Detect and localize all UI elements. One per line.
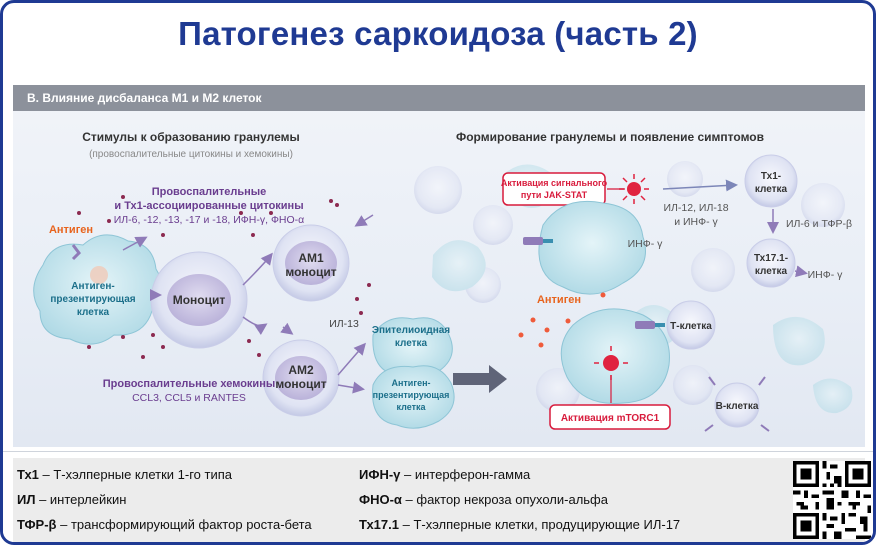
jak-stat-box [502, 172, 606, 206]
th1-cell [744, 154, 798, 208]
ifn-g-label: ИНФ- γ [628, 238, 664, 250]
arrow-th17-ifn [794, 265, 808, 278]
cytokine-dots [77, 195, 371, 359]
cytokines-title-1: Провоспалительные [152, 186, 267, 198]
page-title: Патогенез саркоидоза (часть 2) [178, 15, 698, 52]
il13-label: ИЛ-13 [329, 318, 359, 330]
legend-item-tnf: ФНО-α – фактор некроза опухоли-альфа [359, 492, 608, 507]
legend-item-il: ИЛ – интерлейкин [17, 492, 127, 507]
legend-item-th1: Тх1 – Т-хэлперные клетки 1-го типа [17, 467, 233, 482]
apc-cell-left [33, 234, 163, 345]
cytokines-title-2: и Тх1-ассоциированные цитокины [114, 200, 303, 212]
apc-label-1: Антиген- [71, 281, 114, 292]
apc-cell-right [372, 365, 455, 429]
il12-label-1: ИЛ-12, ИЛ-18 [663, 202, 728, 214]
legend-item-ifn: ИФН-γ – интерферон-гамма [359, 467, 531, 482]
t-cell [666, 300, 716, 350]
antigen-icon-left [71, 244, 81, 261]
t-cell-label: Т-клетка [670, 321, 712, 332]
epithelioid-label-1: Эпителиоидная [372, 325, 450, 336]
right-heading: Формирование гранулемы и появление симпт… [456, 130, 764, 144]
am1-label-1: АМ1 [298, 251, 324, 265]
chemokines-title: Провоспалительные хемокины [103, 378, 275, 390]
th1-label-2: клетка [755, 184, 788, 195]
jak-label-2: пути JAK-STAT [521, 190, 588, 200]
mtorc-box [549, 404, 671, 430]
legend: Тх1 – Т-хэлперные клетки 1-го типа ИЛ – … [3, 451, 873, 542]
granuloma-macrophage [560, 308, 670, 404]
big-arrow [453, 365, 507, 393]
apc-label-2: презентирующая [50, 294, 135, 305]
am1-cell [272, 224, 350, 302]
legend-band [13, 458, 865, 542]
th171-cell [746, 238, 796, 288]
am2-label-1: АМ2 [288, 363, 314, 377]
antigen-label-left: Антиген [49, 224, 93, 236]
left-heading: Стимулы к образованию гранулемы [82, 130, 300, 144]
apc2-label-3: клетка [396, 402, 426, 412]
il12-label-2: и ИНФ- γ [674, 216, 718, 228]
b-cell [704, 376, 770, 432]
jak-label-1: Активация сигнального [501, 178, 608, 188]
apc2-label-1: Антиген- [391, 378, 430, 388]
apc-label-3: клетка [77, 307, 110, 318]
arrow-to-th1 [662, 179, 738, 192]
receptor-icon [523, 237, 665, 329]
qr-code[interactable] [793, 461, 871, 539]
left-arrows [122, 214, 374, 394]
th17-label-2: клетка [755, 266, 788, 277]
diagram-panel: В. Влияние дисбаланса М1 и М2 клеток [13, 85, 865, 447]
am2-cell [262, 339, 340, 417]
b-cell-label: В-клетка [716, 401, 759, 412]
chemokines-list: CCL3, CCL5 и RANTES [132, 392, 246, 404]
apc2-label-2: презентирующая [373, 390, 450, 400]
legend-item-tgf: ТФР-β – трансформирующий фактор роста-бе… [17, 517, 312, 532]
epithelioid-label-2: клетка [395, 338, 428, 349]
left-subheading: (провоспалительные цитокины и хемокины) [89, 149, 293, 160]
monocyte-cell [150, 251, 248, 349]
monocyte-label: Моноцит [173, 293, 226, 307]
mtorc-label: Активация mTORC1 [561, 413, 660, 424]
panel-header: В. Влияние дисбаланса М1 и М2 клеток [13, 85, 865, 111]
th1-label-1: Тх1- [761, 171, 781, 182]
il6-tgf-label: ИЛ-6 и ТФР-β [786, 218, 852, 230]
ifn-g2-label: ИНФ- γ [808, 269, 844, 281]
granuloma-apc-cell [538, 200, 646, 295]
am2-label-2: моноцит [275, 377, 326, 391]
antigen-label-right: Антиген [537, 294, 581, 306]
th17-label-1: Тх17.1- [754, 253, 788, 264]
am1-label-2: моноцит [285, 265, 336, 279]
pathogenesis-diagram: Стимулы к образованию гранулемы (провосп… [33, 130, 853, 432]
cytokines-list: ИЛ-6, -12, -13, -17 и -18, ИФН-γ, ФНО-α [114, 214, 305, 226]
legend-item-th17: Тх17.1 – Т-хэлперные клетки, продуцирующ… [359, 517, 681, 532]
